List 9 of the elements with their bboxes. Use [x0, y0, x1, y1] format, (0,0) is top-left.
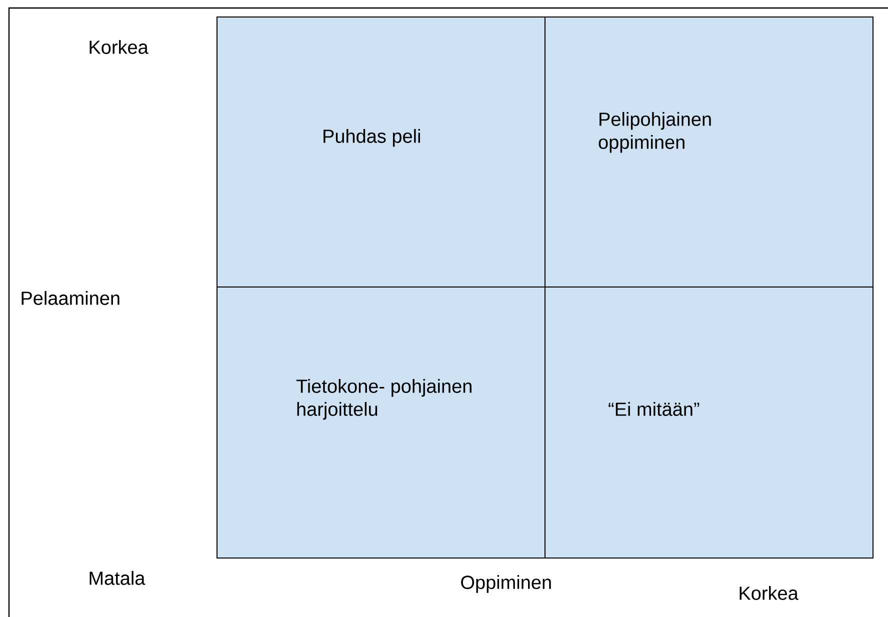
axis-label: Matala [90, 571, 146, 585]
axis-label: Oppiminen [461, 575, 551, 593]
quadrant-box: Pelipohjainen oppiminen [544, 16, 874, 288]
axis-label: Korkea [740, 586, 798, 600]
axis-label: Korkea [90, 40, 148, 54]
quadrant-box: Puhdas peli [216, 16, 546, 288]
axis-label: Pelaaminen [22, 291, 120, 305]
quadrant-box: Tietokone- pohjainen harjoittelu [216, 286, 546, 558]
quadrant-box: “Ei mitään” [544, 286, 874, 558]
